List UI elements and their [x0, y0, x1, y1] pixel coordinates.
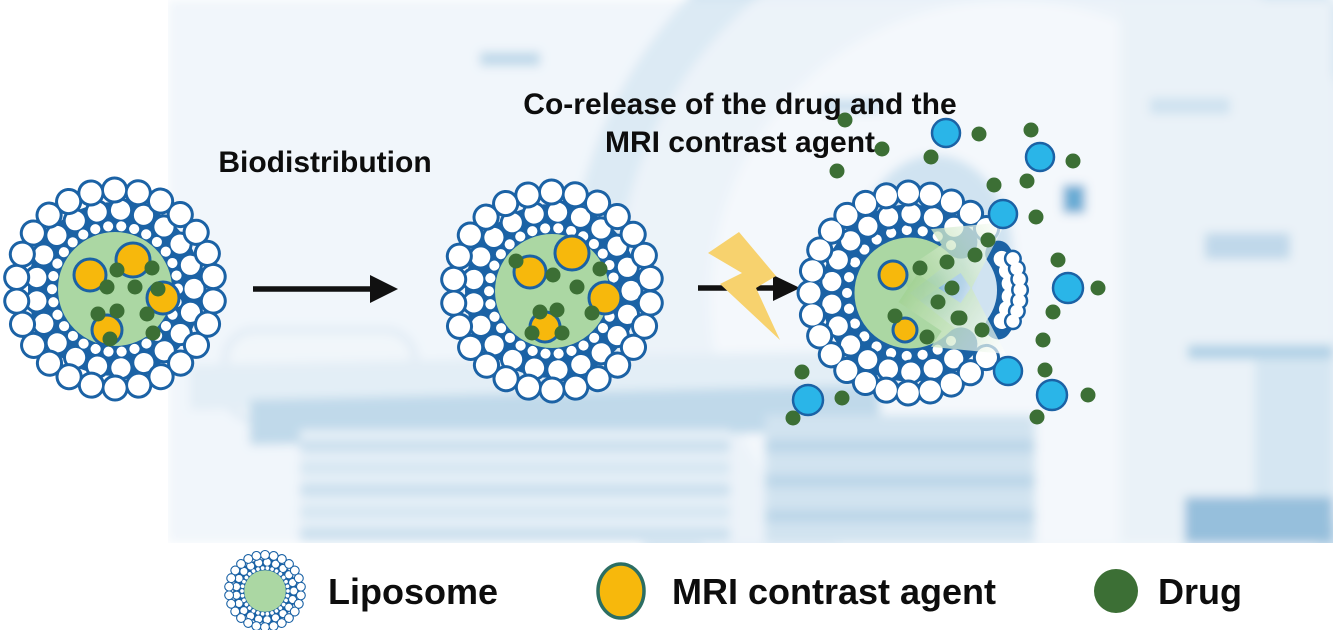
released-contrast-icon [791, 383, 825, 417]
drug-dots [508, 253, 608, 341]
mri-contrast-agent-icon [587, 280, 623, 316]
mri-contrast-agent-icon [114, 241, 152, 279]
drug-icon [1094, 569, 1138, 613]
released-contrast-icon [992, 355, 1024, 387]
mri-contrast-agent-icon [596, 562, 646, 620]
corelease-label-line2: MRI contrast agent [605, 126, 875, 159]
mri-contrast-agent-icon [877, 259, 909, 291]
released-contrast-icon [930, 117, 962, 149]
released-contrast-icon [1051, 271, 1085, 305]
liposome-1-cargo [72, 241, 181, 347]
lightning-bolt-icon [708, 232, 780, 340]
liposome-intact-2 [453, 192, 651, 390]
bubble-row [821, 204, 973, 382]
corelease-label-line1: Co-release of the drug and the [523, 88, 956, 121]
liposome-3-inner-dots [842, 225, 962, 361]
legend-contrast-label: MRI contrast agent [672, 571, 996, 612]
liposome-intact-1 [16, 190, 214, 388]
mri-contrast-agent-icon [891, 316, 919, 344]
legend: Liposome MRI contrast agent Drug [229, 555, 1242, 627]
released-contrast-icon [1024, 141, 1056, 173]
biodistribution-label: Biodistribution [218, 146, 431, 179]
legend-drug-label: Drug [1158, 571, 1242, 612]
liposome-icon [229, 555, 301, 627]
released-contrast-icon [987, 198, 1019, 230]
membrane-fragment [985, 240, 1029, 340]
biodistribution-arrow [253, 275, 398, 303]
released-particles [785, 112, 1106, 426]
mri-contrast-agent-icon [72, 257, 108, 293]
released-contrast-agents [791, 117, 1085, 417]
bubble-row [799, 182, 998, 404]
drug-dots [90, 260, 166, 347]
liposome-releasing [796, 179, 1029, 407]
mri-contrast-agent-icon [553, 234, 591, 272]
released-contrast-icon [1035, 378, 1069, 412]
legend-liposome-label: Liposome [328, 571, 498, 612]
liposome-2-cargo [508, 234, 623, 344]
released-drug-dots [785, 112, 1106, 426]
